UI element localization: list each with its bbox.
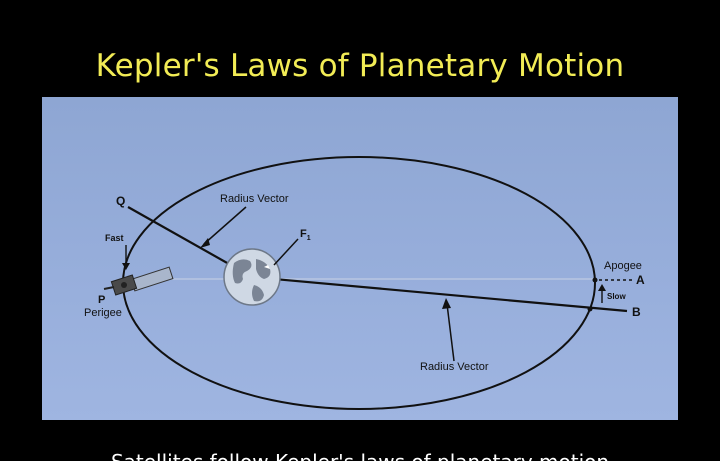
- earth-globe-icon: [223, 248, 281, 306]
- label-p: P: [98, 294, 105, 306]
- radius-vector-bottom-arrow: [446, 303, 455, 362]
- label-b: B: [632, 305, 641, 319]
- satellite-icon: [103, 266, 174, 296]
- label-q: Q: [116, 194, 125, 208]
- label-apogee: Apogee: [604, 260, 642, 272]
- label-slow: Slow: [607, 292, 626, 301]
- slide-title: Kepler's Laws of Planetary Motion: [95, 48, 625, 84]
- orbit-ellipse: [122, 156, 596, 410]
- label-f1: F1: [300, 228, 311, 242]
- label-perigee: Perigee: [84, 307, 122, 319]
- kepler-diagram-svg: Q Radius Vector F1 Fast P Perigee Apogee…: [84, 156, 645, 410]
- label-radius-vector-bottom: Radius Vector: [420, 361, 489, 373]
- label-a: A: [636, 273, 645, 287]
- slide-caption: Satellites follow Kepler's laws of plane…: [0, 449, 720, 461]
- radius-vector-top-arrow: [203, 206, 247, 245]
- f1-pointer-line: [273, 238, 299, 266]
- kepler-diagram: Q Radius Vector F1 Fast P Perigee Apogee…: [42, 97, 678, 420]
- label-radius-vector-top: Radius Vector: [220, 193, 289, 205]
- label-fast: Fast: [105, 233, 124, 243]
- radius-vector-b-line: [251, 275, 628, 313]
